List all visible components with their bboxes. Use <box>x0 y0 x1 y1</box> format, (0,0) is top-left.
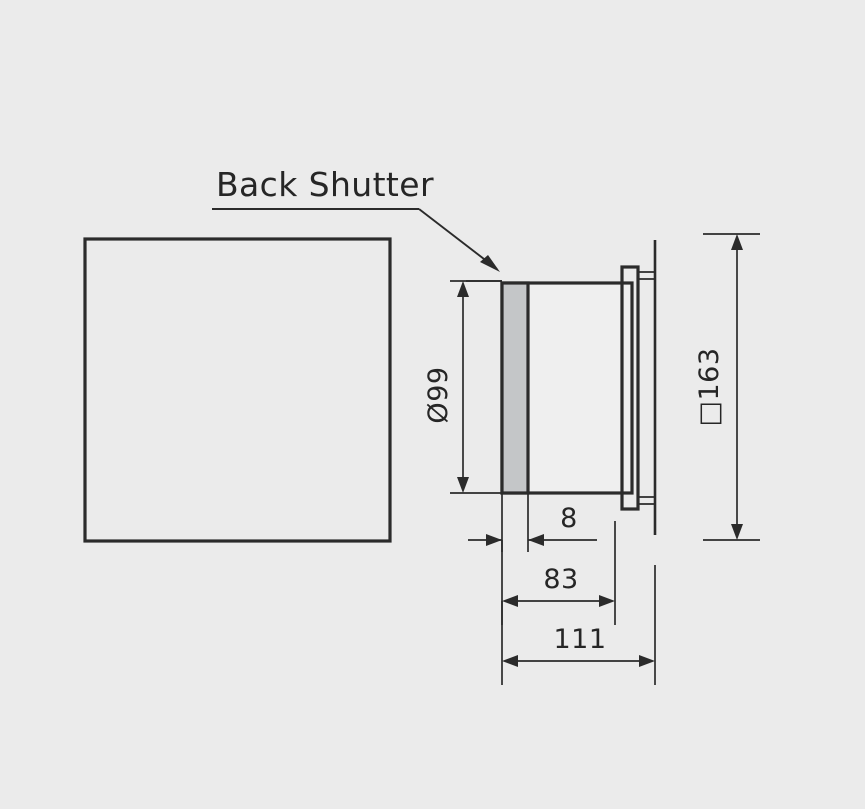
dim8-text: 8 <box>560 503 578 534</box>
dim163-arrowhead-bottom-icon <box>731 524 743 540</box>
dimension-depth-111: 111 <box>501 565 656 685</box>
dim111-arrowhead-left-icon <box>502 655 518 667</box>
dim83-arrowhead-left-icon <box>502 595 518 607</box>
dimension-length-83: 83 <box>501 521 616 625</box>
dim8-arrowhead-right-icon <box>528 534 544 546</box>
shutter-band <box>500 281 530 495</box>
leader-arrowhead-icon <box>480 255 500 272</box>
front-square-panel <box>83 237 392 543</box>
dimension-square-163: □163 <box>694 233 760 541</box>
dim111-text: 111 <box>553 624 606 655</box>
dimension-diameter-99: Ø99 <box>423 280 502 494</box>
back-shutter-annotation: Back Shutter <box>212 165 500 272</box>
dim163-text: □163 <box>694 347 725 426</box>
flange-bar <box>620 265 640 511</box>
dim163-arrowhead-top-icon <box>731 234 743 250</box>
dim83-text: 83 <box>543 564 578 595</box>
dim83-arrowhead-right-icon <box>599 595 615 607</box>
dim99-text: Ø99 <box>423 366 454 423</box>
side-section-view <box>466 240 657 535</box>
dim99-arrowhead-bottom-icon <box>457 477 469 493</box>
dim8-arrowhead-left-icon <box>486 534 502 546</box>
front-panel-outline <box>83 237 392 543</box>
dim99-arrowhead-top-icon <box>457 281 469 297</box>
back-shutter-label: Back Shutter <box>216 165 434 204</box>
dimension-thickness-8: 8 <box>468 493 597 552</box>
dim111-arrowhead-right-icon <box>639 655 655 667</box>
